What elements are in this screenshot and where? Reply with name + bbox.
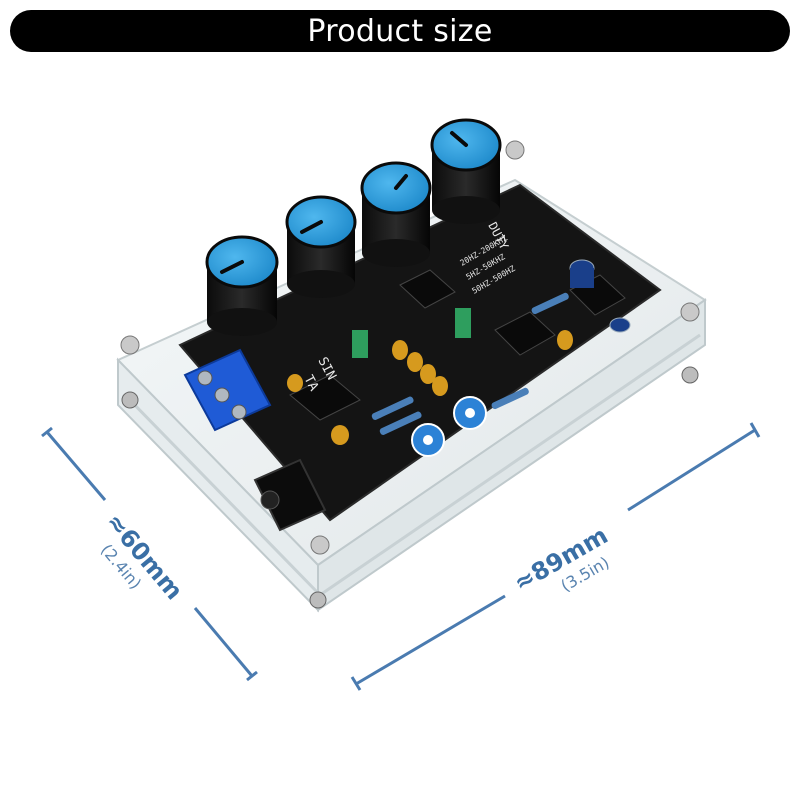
trimmer-pot-icon — [411, 396, 487, 457]
title-banner: Product size — [10, 10, 790, 52]
capacitor-icon — [287, 330, 573, 445]
dc-jack-icon — [253, 458, 327, 532]
jumper-icon — [352, 308, 471, 358]
ic-chip-icon — [289, 269, 626, 421]
resistor-icon — [371, 292, 569, 435]
pcb-board: SIN TA DUTY 20HZ-200KHZ 5HZ-50KHZ 50HZ-5… — [178, 183, 662, 522]
screw-icon — [120, 140, 700, 609]
silk-label-ta: TA — [300, 373, 321, 394]
terminal-block-icon — [183, 348, 272, 432]
banner-title: Product size — [307, 13, 493, 49]
electrolytic-capacitor-icon — [569, 259, 631, 333]
rotary-knob-icon — [205, 118, 502, 336]
